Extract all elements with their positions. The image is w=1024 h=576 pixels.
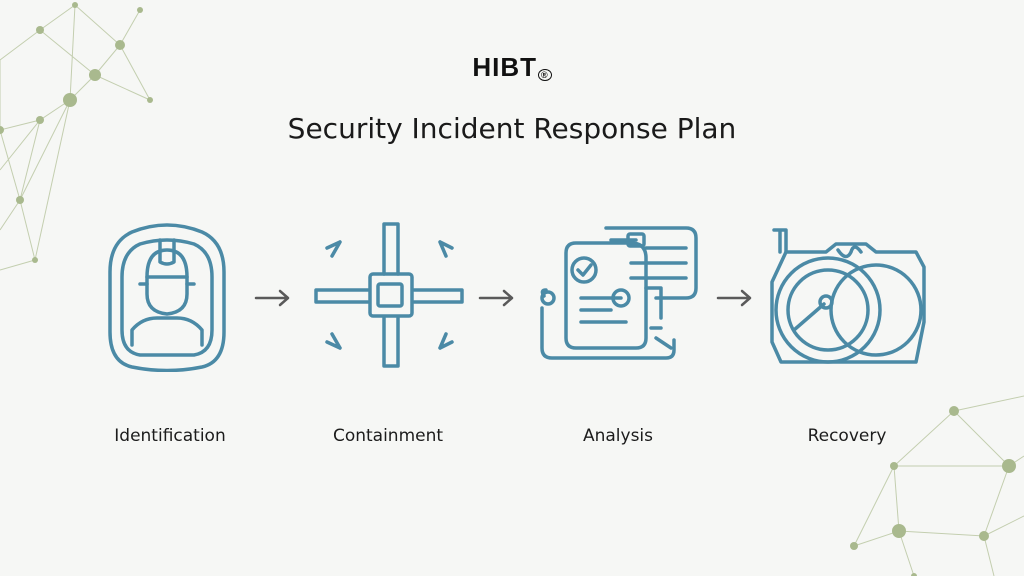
network-decor-bottom-right — [850, 395, 1024, 576]
logo-text: HIBT — [472, 52, 538, 82]
disk-gauge-icon — [770, 228, 926, 364]
arrow-right-icon — [254, 289, 290, 307]
step-label-containment: Containment — [332, 426, 444, 446]
registered-mark: ® — [538, 69, 552, 81]
network-decor-top-left — [0, 2, 153, 271]
page-title: Security Incident Response Plan — [287, 112, 737, 145]
arrow-right-icon — [716, 289, 752, 307]
step-label-recovery: Recovery — [807, 426, 887, 446]
hibt-logo: HIBT® — [0, 52, 1024, 83]
crosshair-network-icon — [314, 222, 464, 368]
person-frame-icon — [108, 223, 226, 372]
document-analysis-icon — [540, 226, 698, 360]
step-label-identification: Identification — [114, 426, 226, 446]
arrow-right-icon — [478, 289, 514, 307]
step-label-analysis: Analysis — [582, 426, 654, 446]
